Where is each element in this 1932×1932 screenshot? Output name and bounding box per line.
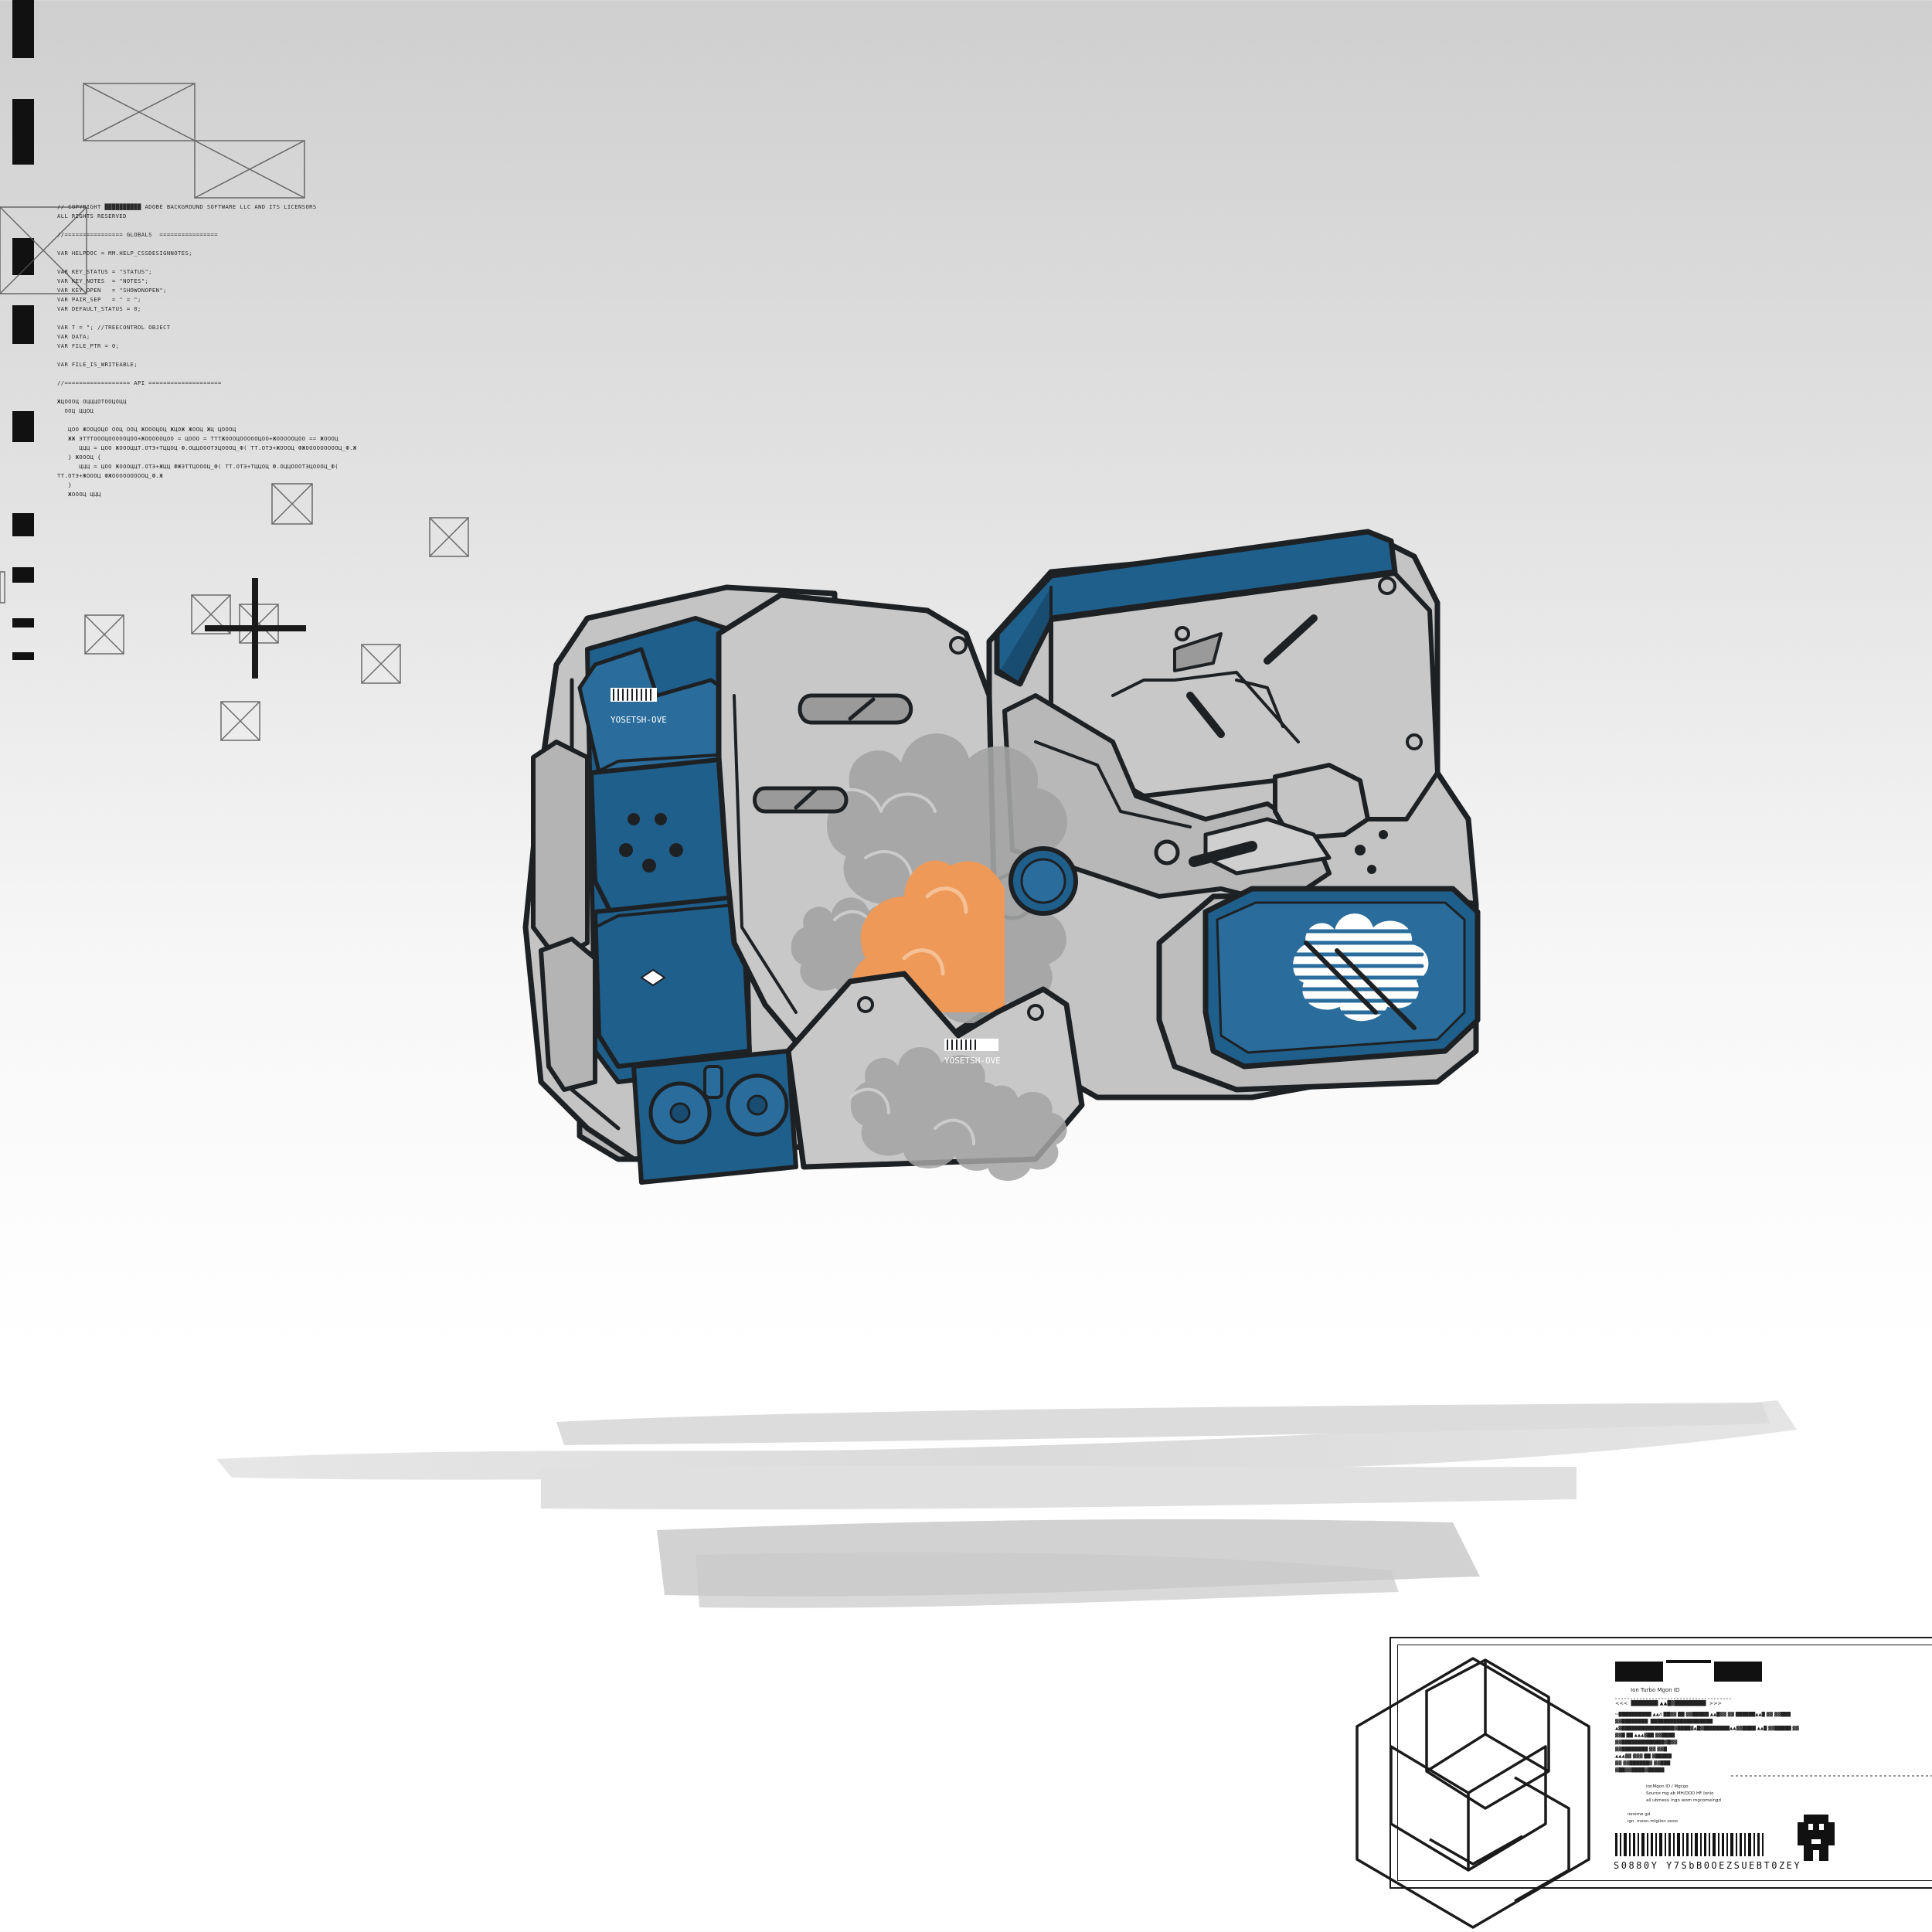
edge-bar [12, 99, 34, 165]
code-block: // COPYRIGHT ██████████ ADOBE BACKGROUND… [57, 202, 459, 499]
edge-bar [12, 652, 34, 660]
code-line: VAR HELPDOC = MM.HELP_CSSDESIGNNOTES; [57, 250, 192, 257]
code-line: ТТ.ОТЭ+ЖОООЦ ФЖОООООООООЦ_Ф.Ж [57, 472, 164, 479]
spec-footer-line: Source mg ab MH/DDD HF Ionio [1646, 1791, 1714, 1796]
code-line: VAR FILE_IS_WRITEABLE; [57, 361, 138, 368]
code-line: ЦОО ЖООЦОЦО ООЦ ООЦ ЖОООЦОЦ ЖЦОЖ ЖООЦ ЖЦ… [57, 426, 236, 433]
mech-tag-left: YOSETSH-OVE [611, 715, 667, 725]
spec-body-line: ▓▓█ ██ ▲▲▲▓██ ▓▓████ [1615, 1733, 1675, 1738]
code-line: ЖОООЦ ЦЦЦ [57, 491, 101, 498]
edge-bar [12, 411, 34, 442]
edge-bar [12, 305, 34, 344]
code-line: //================ GLOBALS =============… [57, 231, 218, 238]
code-line: VAR KEY_STATUS = "STATUS"; [57, 268, 152, 275]
code-line: VAR PAIR_SEP = " = "; [57, 296, 141, 303]
code-line: ООЦ ЦЦОЦ [57, 407, 94, 414]
spec-body: ꟷ██████████ ▲▲Δ ██▓▓ ██ ▓▓█████ ▲▲█▓▓ ▓▓… [1615, 1712, 1799, 1774]
code-line: VAR FILE_PTR = 0; [57, 342, 120, 349]
spec-footer-line [1615, 1804, 1721, 1811]
code-line: } ЖОООЦ { [57, 454, 101, 461]
barcode-icon [1615, 1833, 1764, 1856]
edge-bar [12, 238, 34, 275]
code-line: VAR DEFAULT_STATUS = 0; [57, 305, 141, 312]
code-line: VAR T = "; //TREECONTROL OBJECT [57, 324, 171, 331]
code-line: } [57, 481, 72, 488]
spec-body-line: ꟷ██████████ ▲▲Δ ██▓▓ ██ ▓▓█████ ▲▲█▓▓ ▓▓… [1615, 1713, 1791, 1717]
spec-subtitle: <<< ███████ ▲▲█▓████████ >>> [1615, 1700, 1722, 1706]
code-line: ЖЦОООЦ ОЦЦЦОТООЦОЦЦ [57, 398, 127, 405]
spec-body-line: ▓▓ ▓▓██████▓ ▓▓███ [1615, 1761, 1671, 1766]
spec-title: Ion Turbo Mgon ID [1631, 1687, 1680, 1693]
edge-bar [12, 513, 34, 536]
spec-body-line: ▓██▓▓████▓█████ [1615, 1768, 1665, 1773]
code-line: ALL RIGHTS RESERVED [57, 213, 127, 219]
edge-bar [12, 567, 34, 583]
edge-bar [12, 0, 34, 58]
spec-footer-line: ign. meon.mIgilon oooo [1628, 1819, 1678, 1824]
spec-body-line: ▲▲▲▓▓ ▓▓▓ ██ ▓█████ [1615, 1754, 1672, 1759]
spec-body-line: ▲▓████████████████▓████▓▲█▓████████▲▲▓▓█… [1615, 1726, 1799, 1731]
spec-footer-line: all ubmesu ingo ieom mgcomeingd [1646, 1798, 1721, 1803]
barcode-number: S0880Y Y7SbB0OEZSUEBT0ZEY [1614, 1860, 1802, 1871]
code-line: ЖЖ ЭТТТОООЦОООООЦОО+ЖОООООЦОО = ЦООО = Т… [57, 435, 338, 442]
code-line: ЦЦЦ = ЦОО ЖОООЦЦТ.ОТЭ+ТЦЦОЦ Ф.ОЦЦОООТЭЦО… [57, 444, 357, 451]
code-line: // COPYRIGHT ██████████ ADOBE BACKGROUND… [57, 203, 317, 210]
code-line: VAR KEY_NOTES = "NOTES"; [57, 277, 149, 284]
spec-footer-line: IonMgon ID / Mgcgo [1646, 1784, 1689, 1789]
code-line: VAR DATA; [57, 333, 90, 340]
code-line: //================== API ===============… [57, 379, 222, 386]
mech-tag-center: YOSETSH-OVE [944, 1056, 1001, 1066]
spec-body-line: ▓▓████████ ███████████████████ [1615, 1719, 1713, 1724]
crosshair-icon [205, 578, 306, 679]
code-line: ЦЦЦ = ЦОО ЖОООЦЦТ.ОТЭ+ЖЦЦ ФЖЭТТЦОООЦ_Ф( … [57, 463, 338, 470]
spec-body-line: ▓▓████████ ▓▓ ▓▓█ [1615, 1747, 1667, 1752]
edge-bar [12, 618, 34, 628]
spec-footer-line: ioneme gd [1628, 1812, 1651, 1817]
code-line: VAR KEY_OPEN = "SHOWONOPEN"; [57, 287, 167, 294]
spec-body-line: ▓▓█████████████▓█▓▓ [1615, 1740, 1678, 1745]
pixel-mascot-icon [1798, 1815, 1835, 1861]
spec-panel-inner [1397, 1645, 1932, 1881]
